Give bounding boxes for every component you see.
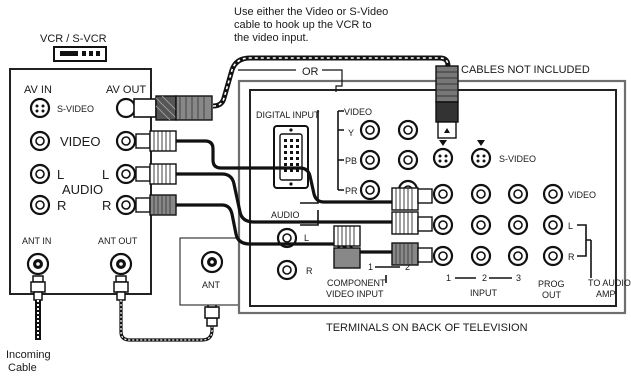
- tv-pb-label: PB: [345, 156, 357, 166]
- tv-audio-r-in2-jack: [470, 245, 492, 267]
- tv-l-small-label: L: [304, 233, 309, 243]
- or-label: OR: [302, 66, 319, 78]
- vcr-audio-label: AUDIO: [62, 182, 103, 197]
- or-connector: [238, 69, 343, 92]
- tv-audio-r-in1-jack: [432, 245, 454, 267]
- vcr-svideo-label: S-VIDEO: [57, 104, 94, 114]
- vcr-audio-r-out-jack: [115, 194, 137, 216]
- tv-input-1: 1: [446, 273, 451, 283]
- vcr-svideo-out-jack: [115, 97, 137, 119]
- tv-input-3: 3: [516, 273, 521, 283]
- tv-video-in2-jack: [470, 183, 492, 205]
- antenna-label: ANT: [202, 280, 221, 290]
- note-line-3: the video input.: [234, 32, 309, 44]
- tv-audio-r-out-jack: [542, 245, 564, 267]
- vcr-audio-r-in-jack: [29, 194, 51, 216]
- tv-out-label: OUT: [542, 290, 562, 300]
- tv-pr-label: PR: [345, 186, 358, 196]
- tv-component-pb2-jack: [397, 149, 419, 171]
- coax-cable-incoming: [30, 275, 46, 340]
- tv-video-label: VIDEO: [344, 107, 372, 117]
- audio-cable-right: [135, 194, 433, 266]
- tv-audio-r-dvi-jack: [276, 259, 298, 281]
- tv-component-y1-jack: [359, 119, 381, 141]
- tv-video-out-jack: [542, 183, 564, 205]
- vcr-ant-out-label: ANT OUT: [98, 236, 138, 246]
- tv-audio-l-out-jack: [542, 214, 564, 236]
- cables-not-included: CABLES NOT INCLUDED: [461, 64, 590, 76]
- tv-video-input-label: VIDEO INPUT: [326, 289, 384, 299]
- tv-audio-label: AUDIO: [271, 210, 300, 220]
- tv-audio-l-in2-jack: [470, 214, 492, 236]
- vcr-av-out-label: AV OUT: [106, 84, 146, 96]
- vcr-l-left-label: L: [57, 167, 64, 182]
- vcr-title: VCR / S-VCR: [40, 33, 107, 45]
- tv-to-audio-label: TO AUDIO: [588, 278, 631, 288]
- svideo-cable: [133, 55, 459, 139]
- antenna-jack: [200, 250, 224, 274]
- vcr-r-right-label: R: [102, 198, 111, 213]
- vcr-ant-in-label: ANT IN: [22, 236, 51, 246]
- tv-r-small-label: R: [306, 266, 313, 276]
- vcr-r-left-label: R: [57, 198, 66, 213]
- tv-svideo-jack-2: [470, 140, 492, 169]
- tv-video-row-label: VIDEO: [568, 190, 596, 200]
- tv-video-in3-jack: [507, 183, 529, 205]
- vcr-audio-l-in-jack: [29, 163, 51, 185]
- vcr-ant-out-jack: [109, 252, 133, 276]
- vcr-av-in-label: AV IN: [24, 84, 52, 96]
- tv-input-label: INPUT: [470, 288, 498, 298]
- tv-component-y2-jack: [397, 119, 419, 141]
- tv-svideo-label: S-VIDEO: [499, 154, 536, 164]
- tv-r-label: R: [568, 252, 575, 262]
- tv-audio-l-in3-jack: [507, 214, 529, 236]
- tv-component-pr1-jack: [359, 179, 381, 201]
- tv-audio-l-in1-jack: [432, 214, 454, 236]
- vcr-l-right-label: L: [102, 167, 109, 182]
- video-cable: [135, 130, 433, 211]
- audio-cable-left: [135, 163, 433, 235]
- tv-digital-input-port: [273, 125, 309, 189]
- tv-component-pb1-jack: [359, 149, 381, 171]
- tv-svideo-jack-1: [432, 140, 454, 169]
- tv-comp-num-2: 2: [405, 262, 410, 272]
- note-line-2: cable to hook up the VCR to: [234, 19, 372, 31]
- vcr-ant-in-jack: [26, 252, 50, 276]
- vcr-video-label: VIDEO: [60, 134, 100, 149]
- incoming-label-2: Cable: [8, 362, 37, 374]
- tv-component-label: COMPONENT: [327, 278, 386, 288]
- tv-input-2: 2: [482, 273, 487, 283]
- tv-audio-out-bracket: [577, 224, 591, 257]
- note-line-1: Use either the Video or S-Video: [234, 6, 388, 18]
- vcr-icon: [53, 46, 107, 62]
- tv-y-label: Y: [348, 128, 354, 138]
- tv-terminals-label: TERMINALS ON BACK OF TELEVISION: [326, 322, 528, 334]
- tv-comp-num-1: 1: [368, 262, 373, 272]
- vcr-audio-l-out-jack: [115, 163, 137, 185]
- component-audio-plugs: [333, 225, 361, 269]
- vcr-video-in-jack: [29, 130, 51, 152]
- vcr-video-out-jack: [115, 130, 137, 152]
- tv-video-in1-jack: [432, 183, 454, 205]
- incoming-label-1: Incoming: [6, 349, 51, 361]
- vcr-svideo-jack: [29, 97, 51, 119]
- tv-audio-r-in3-jack: [507, 245, 529, 267]
- tv-l-label: L: [568, 221, 573, 231]
- tv-prog-label: PROG: [538, 279, 565, 289]
- tv-digital-input-label: DIGITAL INPUT: [256, 110, 320, 120]
- tv-amp-label: AMP: [596, 289, 616, 299]
